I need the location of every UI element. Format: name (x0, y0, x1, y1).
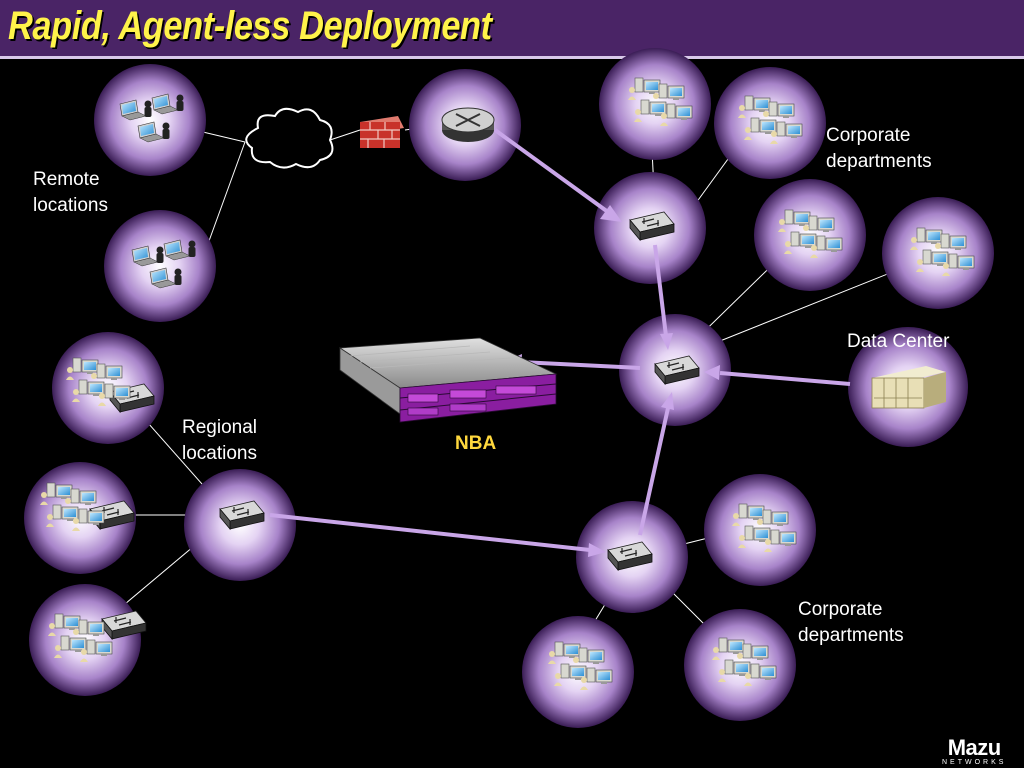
backbone-arrowheads (506, 205, 720, 557)
label-regional-locations: Regional locations (182, 417, 257, 464)
rack-server-icon (338, 337, 558, 423)
internet-cloud-icon (245, 107, 334, 169)
label-corporate-departments-top: Corporate departments (826, 125, 932, 172)
mazu-logo: Mazu NETWORKS (942, 737, 1006, 767)
title-bar: Rapid, Agent-less Deployment (0, 0, 1024, 58)
backbone-links (269, 128, 851, 552)
firewall-icon (360, 116, 404, 148)
logo-subtitle: NETWORKS (942, 759, 1007, 766)
server-rack-icon (871, 366, 946, 409)
page-title: Rapid, Agent-less Deployment (8, 4, 492, 48)
label-data-center: Data Center (847, 331, 950, 352)
label-nba: NBA (455, 433, 497, 454)
logo-wordmark: Mazu (947, 735, 1002, 760)
label-remote-locations: Remote locations (33, 169, 108, 216)
label-corporate-departments-bottom: Corporate departments (798, 599, 904, 646)
title-divider (0, 56, 1024, 59)
router-icon (441, 107, 495, 142)
